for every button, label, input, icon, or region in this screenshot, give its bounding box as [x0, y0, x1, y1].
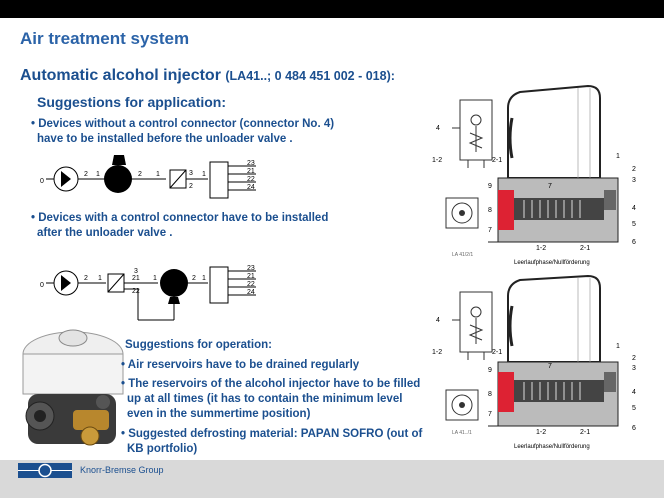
circuit-2-label: 1 [98, 275, 102, 282]
application-bullet-2-line-1: • Devices with a control connector have … [31, 212, 329, 224]
alcohol-injector-photo [22, 329, 124, 446]
circuit-1-label: 2 [189, 183, 193, 190]
port-label: 2-1 [492, 157, 502, 164]
circuit-2-label: 1 [153, 275, 157, 282]
part-label: 7 [488, 227, 492, 234]
circuit-diagram-2: 0 2 1 3 21 22 1 2 1 23 21 22 24 [40, 265, 256, 321]
operation-bullet-3-line-1: • Suggested defrosting material: PAPAN S… [121, 428, 423, 440]
part-label: 7 [548, 183, 552, 190]
operation-bullet-3: • Suggested defrosting material: PAPAN S… [121, 427, 422, 457]
circuit-1-label: 1 [202, 171, 206, 178]
application-bullet-2-line-2: after the unloader valve . [37, 227, 173, 239]
cross-section-drawing-bottom: 4 1-2 2-1 LA 41../1 1 2 3 4 5 6 7 8 9 7 … [432, 274, 636, 450]
circuit-1-label: 23 [247, 160, 255, 167]
port-label: 2-1 [492, 349, 502, 356]
operation-bullet-2-line-3: even in the summertime position) [127, 408, 311, 420]
part-label: 1 [616, 153, 620, 160]
circuit-2-label: 1 [202, 275, 206, 282]
part-label: 1-2 [536, 429, 546, 436]
application-bullet-1-line-2: have to be installed before the unloader… [37, 133, 293, 145]
multi-circuit-valve-symbol [209, 266, 229, 304]
part-label: 1 [616, 343, 620, 350]
circuit-1-label: 2 [84, 171, 88, 178]
circuit-2-label: 22 [132, 288, 140, 295]
operation-heading: Suggestions for operation: [125, 339, 272, 351]
circuit-2-label: 2 [84, 275, 88, 282]
part-label: 7 [548, 363, 552, 370]
circuit-1-label: 21 [247, 168, 255, 175]
circuit-1-label: 0 [40, 178, 44, 185]
part-label: 1-2 [536, 245, 546, 252]
operation-bullet-3-line-2: KB portfolio) [127, 443, 198, 455]
part-label: 2 [632, 166, 636, 173]
circuit-1-label: 1 [96, 171, 100, 178]
circuit-1-label: 1 [156, 171, 160, 178]
part-label: 4 [632, 205, 636, 212]
circuit-2-label: 0 [40, 282, 44, 289]
unloader-valve-symbol [160, 269, 188, 297]
circuit-1-label: 2 [138, 171, 142, 178]
footer: Knorr-Bremse Group [0, 460, 664, 498]
part-label: 2 [632, 355, 636, 362]
part-label: 7 [488, 411, 492, 418]
circuit-2-label: 24 [247, 289, 255, 296]
part-label: 6 [632, 425, 636, 432]
part-label: 2-1 [580, 429, 590, 436]
drawing-ref: LA 41/2/1 [452, 252, 473, 258]
application-heading: Suggestions for application: [37, 94, 227, 110]
operation-bullet-1-text: • Air reservoirs have to be drained regu… [121, 359, 360, 371]
circuit-2-label: 21 [247, 273, 255, 280]
circuit-diagram-1: 0 2 1 2 1 3 2 1 23 21 22 24 [40, 155, 256, 199]
unloader-valve-symbol [104, 165, 132, 193]
cross-section-drawing-top: 4 1-2 2-1 LA 41/2/1 1 2 3 4 5 6 7 8 9 7 … [432, 84, 636, 266]
port-label: 4 [436, 317, 440, 324]
circuit-1-label: 24 [247, 184, 255, 191]
top-bar [0, 0, 664, 18]
port-label: 1-2 [432, 349, 442, 356]
part-label: 3 [632, 365, 636, 372]
circuit-2-label: 3 [134, 268, 138, 275]
port-label: 1-2 [432, 157, 442, 164]
part-label: 9 [488, 367, 492, 374]
part-label: 8 [488, 391, 492, 398]
port-label: 4 [436, 125, 440, 132]
knorr-bremse-logo-icon [18, 463, 72, 478]
part-label: 6 [632, 239, 636, 246]
circuit-1-label: 3 [189, 170, 193, 177]
application-bullet-1-line-1: • Devices without a control connector (c… [31, 118, 335, 130]
circuit-2-label: 22 [247, 281, 255, 288]
circuit-1-label: 22 [247, 176, 255, 183]
part-label: 5 [632, 221, 636, 228]
circuit-2-label: 2 [192, 275, 196, 282]
part-label: 4 [632, 389, 636, 396]
part-label: 5 [632, 405, 636, 412]
part-label: 2-1 [580, 245, 590, 252]
multi-circuit-valve-symbol [209, 161, 229, 199]
application-bullet-1: • Devices without a control connector (c… [31, 117, 334, 147]
operation-bullet-1: • Air reservoirs have to be drained regu… [121, 358, 359, 373]
part-label: 9 [488, 183, 492, 190]
subtitle-code: (LA41..; 0 484 451 002 - 018): [225, 69, 395, 83]
page-title: Air treatment system [20, 29, 190, 48]
circuit-2-label: 23 [247, 265, 255, 272]
subtitle-text: Automatic alcohol injector [20, 67, 221, 84]
drawing-caption: Leerlaufphase/Nullförderung [514, 260, 590, 266]
application-bullet-2: • Devices with a control connector have … [31, 211, 328, 241]
part-label: 3 [632, 177, 636, 184]
circuit-2-label: 21 [132, 275, 140, 282]
company-name: Knorr-Bremse Group [80, 465, 164, 475]
operation-bullet-2-line-2: up at all times (it has to contain the m… [127, 393, 403, 405]
drawing-caption: Leerlaufphase/Nullförderung [514, 444, 590, 450]
page-subtitle: Automatic alcohol injector (LA41..; 0 48… [20, 67, 395, 85]
operation-bullet-2-line-1: • The reservoirs of the alcohol injector… [121, 378, 421, 390]
part-label: 8 [488, 207, 492, 214]
operation-bullet-2: • The reservoirs of the alcohol injector… [121, 377, 420, 422]
drawing-ref: LA 41../1 [452, 430, 472, 436]
